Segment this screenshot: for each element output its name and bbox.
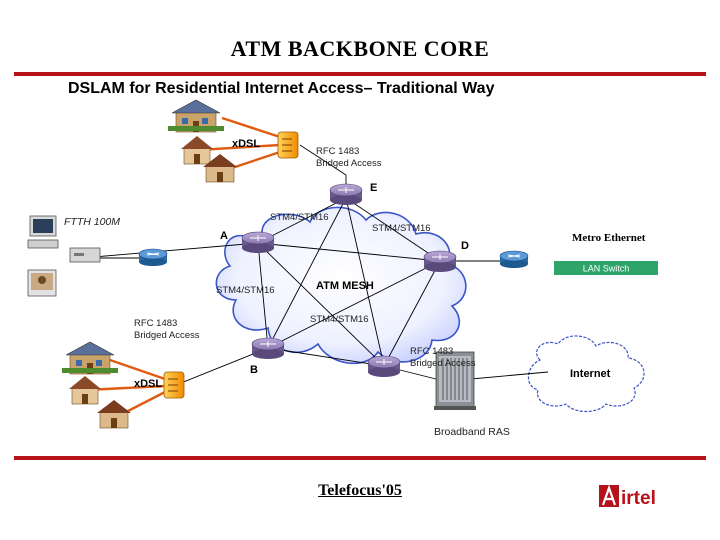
- node-d-label: D: [461, 240, 469, 252]
- link-b-d: [267, 260, 441, 349]
- lan-switch-label: LAN Switch: [583, 264, 630, 274]
- node-e-label: E: [370, 182, 378, 194]
- page-title: ATM BACKBONE CORE: [230, 36, 490, 61]
- link-e-d: [345, 197, 441, 262]
- stm-right-label: STM4/STM16: [372, 223, 431, 234]
- broadband-ras-icon: [434, 351, 476, 410]
- atm-switch-a-icon: [241, 231, 275, 253]
- ethernet-switch-icon: [138, 248, 168, 266]
- link-a-c: [257, 242, 385, 367]
- atm-switch-e-icon: [329, 183, 363, 205]
- house-icon: [62, 341, 118, 375]
- link-e-c: [345, 197, 385, 367]
- atm-switch-d-icon: [423, 250, 457, 272]
- rfc1483-top-label: RFC 1483 Bridged Access: [316, 146, 382, 169]
- internet-label: Internet: [570, 368, 611, 380]
- footer-event-name: Telefocus'05: [318, 482, 402, 499]
- set-top-box-icon: [69, 247, 101, 263]
- atm-switch-b-icon: [251, 337, 285, 359]
- link-ras-internet: [459, 371, 549, 381]
- access-links-top: [197, 116, 281, 170]
- lan-switch-icon: LAN Switch: [554, 261, 658, 275]
- stm-top-label: STM4/STM16: [270, 212, 329, 223]
- internet-cloud: [527, 335, 645, 413]
- link-ftth-a: [81, 242, 259, 259]
- access-links-bottom: [85, 358, 166, 414]
- xdsl-top-label: xDSL: [232, 138, 261, 150]
- metro-ethernet-switch-icon: [499, 250, 529, 268]
- house-icon: [203, 154, 237, 183]
- house-icon: [69, 376, 101, 405]
- link-b-c: [267, 347, 385, 367]
- access-link: [197, 143, 281, 152]
- atm-switch-c-icon: [367, 355, 401, 377]
- access-link: [109, 358, 166, 381]
- access-link: [125, 390, 166, 414]
- ftth-label: FTTH 100M: [64, 216, 121, 228]
- metro-ethernet-label: Metro Ethernet: [572, 232, 646, 244]
- footer-divider: [14, 456, 706, 460]
- rfc1483-left-label: RFC 1483 Bridged Access: [134, 318, 200, 341]
- page-subtitle: DSLAM for Residential Internet Access– T…: [68, 80, 495, 97]
- computer-icon: [27, 215, 59, 249]
- atm-mesh-label: ATM MESH: [316, 280, 374, 292]
- node-b-label: B: [250, 364, 258, 376]
- access-link: [221, 116, 281, 139]
- airtel-logo: irtel: [598, 483, 702, 509]
- link-a-b: [257, 242, 269, 349]
- house-icon: [97, 400, 131, 429]
- svg-text:irtel: irtel: [621, 488, 656, 509]
- atm-cloud: [215, 206, 467, 365]
- stm-left-label: STM4/STM16: [216, 285, 275, 296]
- videophone-icon: [27, 269, 57, 297]
- link-e-b: [267, 197, 347, 349]
- link-d-c: [383, 260, 441, 367]
- access-link: [85, 384, 166, 392]
- house-icon: [181, 136, 213, 165]
- dslam-icon: [277, 131, 299, 159]
- broadband-ras-label: Broadband RAS: [434, 426, 510, 438]
- node-a-label: A: [220, 230, 228, 242]
- link-dslam-e: [299, 144, 347, 176]
- xdsl-bottom-label: xDSL: [134, 378, 163, 390]
- stm-bottom-label: STM4/STM16: [310, 314, 369, 325]
- rfc1483-bottom-label: RFC 1483 Bridged Access: [410, 346, 476, 369]
- dslam-icon: [163, 371, 185, 399]
- link-a-d: [257, 242, 441, 262]
- access-link: [231, 150, 281, 170]
- header-divider: [14, 72, 706, 76]
- house-icon: [168, 99, 224, 133]
